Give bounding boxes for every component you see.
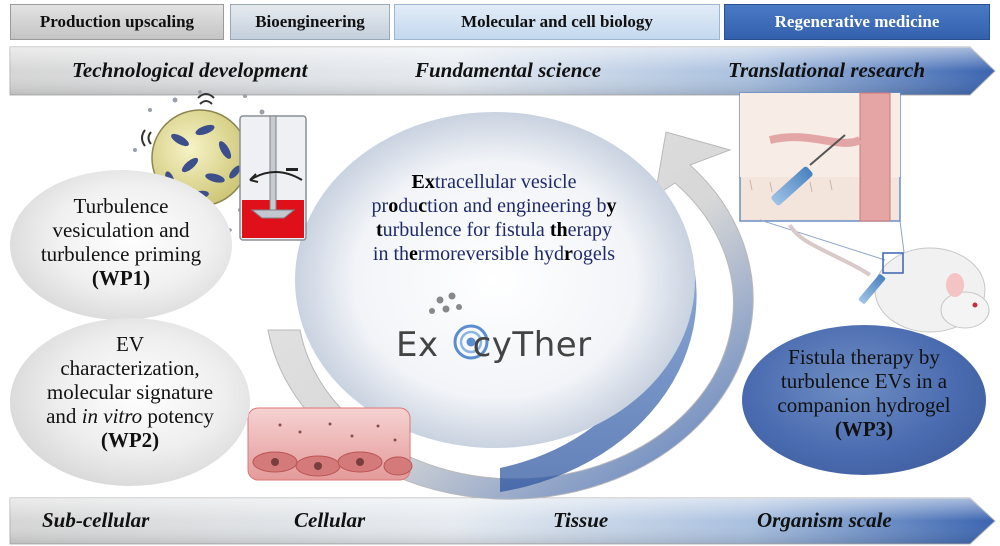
wp2-ellipse: EV characterization, molecular signature… [10, 318, 250, 486]
bottom-scale-arrow [9, 497, 996, 545]
center-ellipse [295, 112, 695, 448]
bioreactor-icon [239, 115, 307, 241]
header-molecular-cell-biology: Molecular and cell biology [394, 4, 720, 40]
wp3-ellipse: Fistula therapy by turbulence EVs in a c… [742, 325, 986, 475]
header-production-upscaling: Production upscaling [10, 4, 224, 40]
label-sub-cellular: Sub-cellular [42, 508, 150, 532]
top-scale-arrow [9, 46, 996, 96]
project-title: Extracellular vesicle production and eng… [371, 171, 617, 265]
label-tissue: Tissue [553, 508, 609, 532]
rat-icon [788, 223, 990, 333]
fistula-injection-inset [739, 92, 901, 222]
wp1-ellipse: Turbulence vesiculation and turbulence p… [10, 170, 232, 320]
label-technological-development: Technological development [72, 58, 308, 82]
header-regenerative-medicine: Regenerative medicine [724, 4, 990, 40]
label-translational-research: Translational research [728, 58, 925, 82]
logo-dots-icon [429, 292, 462, 314]
label-fundamental-science: Fundamental science [415, 58, 602, 82]
label-cellular: Cellular [294, 508, 366, 532]
tissue-cells-icon [247, 407, 413, 481]
label-organism-scale: Organism scale [757, 508, 892, 532]
header-bioengineering: Bioengineering [230, 4, 390, 40]
swirl-logo-icon [453, 324, 489, 360]
